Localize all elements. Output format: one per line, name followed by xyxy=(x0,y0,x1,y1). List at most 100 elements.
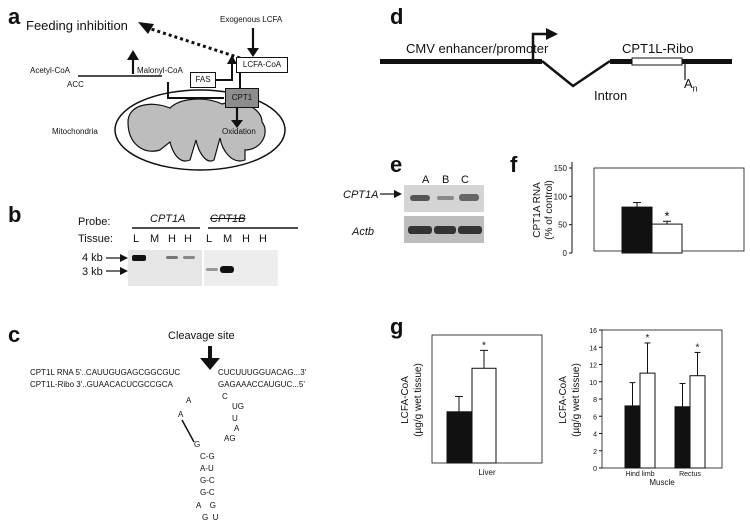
cpt1l-ribo-left: CPT1L-Ribo 3'..GUAACACUCGCCGCA xyxy=(30,380,173,389)
mitochondrion-cristae xyxy=(127,98,266,162)
panel-c-letter: c xyxy=(8,322,21,347)
cleavage-arrow xyxy=(200,346,220,370)
panel-d-construct-diagram xyxy=(380,28,732,88)
loop-left-2: A xyxy=(178,410,184,419)
cpt1l-ribo-right: GAGAAACCAUGUC...5' xyxy=(218,380,305,389)
stem-pair-1: C-G xyxy=(200,452,215,461)
loop-right-3: U xyxy=(232,414,238,423)
cpt1l-ribo-label: CPT1L-Ribo xyxy=(622,41,694,56)
cpt1a-band-b xyxy=(437,196,454,200)
lane-label-4: H xyxy=(184,233,192,245)
g-muscle-y-tick-label: 8 xyxy=(593,397,597,404)
f-bar xyxy=(651,223,683,254)
panel-a-letter: a xyxy=(8,4,21,29)
g-liver-star: * xyxy=(482,340,486,351)
g-muscle-bar xyxy=(689,375,706,469)
g-muscle-y-tick-label: 4 xyxy=(593,432,597,439)
g-muscle-group-label: Hind limb xyxy=(625,471,654,478)
fas-arrowhead xyxy=(227,55,237,64)
lane-a-label: A xyxy=(422,174,430,186)
probe-underlines xyxy=(132,227,298,229)
band-l-cpt1b xyxy=(206,268,218,271)
band-h1-cpt1a xyxy=(166,256,178,259)
loop-right-1: C xyxy=(222,392,228,401)
size-marker-3kb: 3 kb xyxy=(82,266,103,278)
g-muscle-y-tick-label: 10 xyxy=(589,380,597,387)
lane-b-label: B xyxy=(442,174,450,186)
loop-left-1: A xyxy=(186,396,192,405)
g-liver-x-label: Liver xyxy=(478,468,496,477)
exogenous-lcfa-label: Exogenous LCFA xyxy=(220,15,283,24)
cpt1l-rna-right: CUCUUUGGUACAG...3' xyxy=(218,368,307,377)
size-marker-4kb: 4 kb xyxy=(82,252,103,264)
loop-right-5: AG xyxy=(224,434,236,443)
band-h2-cpt1a xyxy=(183,256,195,259)
actb-band-c xyxy=(458,226,482,234)
intron-label: Intron xyxy=(594,88,628,103)
cpt1l-rna-left: CPT1L RNA 5'..CAUUGUGAGCGGCGUC xyxy=(30,368,181,377)
probe-cpt1a: CPT1A xyxy=(150,213,186,225)
g-muscle-star: * xyxy=(696,342,700,353)
malonyl-to-cpt1-line xyxy=(167,82,224,99)
g-muscle-y-label-2: (µg/g wet tissue) xyxy=(571,363,582,437)
stem-pair-4: G-C xyxy=(200,488,215,497)
lane-label-7: H xyxy=(242,233,250,245)
gene-cpt1a-label: CPT1A xyxy=(343,189,379,201)
lane-label-2: M xyxy=(150,233,160,245)
band-l-cpt1a xyxy=(132,255,146,261)
g-muscle-star: * xyxy=(646,333,650,344)
ribo-open-box xyxy=(631,57,683,66)
panel-e-gel xyxy=(380,185,484,243)
f-bar xyxy=(621,206,653,254)
promoter-bar xyxy=(380,59,542,64)
exogenous-lcfa-arrowhead xyxy=(247,48,259,57)
g-muscle-bar xyxy=(624,405,641,469)
panel-e-letter: e xyxy=(390,152,403,177)
g-muscle-bar xyxy=(674,406,691,469)
f-significance-star: * xyxy=(664,208,669,223)
g-muscle-y-tick-label: 16 xyxy=(589,328,597,335)
g-muscle-y-label-1: LCFA-CoA xyxy=(558,376,569,424)
lane-label-1: L xyxy=(133,233,140,245)
probe-cpt1b: CPT1B xyxy=(210,213,246,225)
downstream-bar xyxy=(682,59,732,64)
stem-pair-2: A-U xyxy=(200,464,214,473)
lane-label-3: H xyxy=(168,233,176,245)
feeding-inhibition-label: Feeding inhibition xyxy=(26,18,128,33)
oxidation-arrowhead xyxy=(231,120,243,128)
stem-pair-3: G-C xyxy=(200,476,215,485)
cpt1-box: CPT1 xyxy=(225,88,259,108)
f-y-tick-label: 50 xyxy=(558,221,567,230)
acc-up-arrowhead xyxy=(127,50,139,60)
fas-to-lcfa-line xyxy=(214,62,233,81)
g-muscle-y-tick-label: 14 xyxy=(589,345,597,352)
f-y-tick-label: 100 xyxy=(554,192,568,201)
g-liver-y-label-1: LCFA-CoA xyxy=(400,376,411,424)
g-muscle-bar xyxy=(639,372,656,469)
g-muscle-y-tick-label: 12 xyxy=(589,363,597,370)
stem-loop-1: A G xyxy=(196,501,217,510)
tss-arrow xyxy=(531,32,548,60)
fas-box: FAS xyxy=(190,72,216,88)
loop-left-3: G xyxy=(194,440,201,449)
cpt1a-band-a xyxy=(410,195,430,201)
exon-bar xyxy=(610,59,632,64)
panel-g-letter: g xyxy=(390,314,404,339)
lcfa-to-feeding-dashed-arrow xyxy=(147,26,241,60)
f-y-label-1: CPT1A RNA xyxy=(532,182,543,238)
cpt1a-band-c xyxy=(459,194,479,201)
probe-label: Probe: xyxy=(78,216,111,228)
g-muscle-y-tick-label: 6 xyxy=(593,414,597,421)
acc-label: ACC xyxy=(67,80,84,89)
mitochondria-label: Mitochondria xyxy=(52,127,98,136)
cleavage-site-label: Cleavage site xyxy=(168,330,235,342)
feeding-dashed-arrowhead xyxy=(138,22,154,34)
oxidation-label: Oxidation xyxy=(222,127,256,136)
tissue-label: Tissue: xyxy=(78,233,114,245)
polya-label: An xyxy=(684,76,698,94)
g-liver-bar xyxy=(471,367,497,464)
